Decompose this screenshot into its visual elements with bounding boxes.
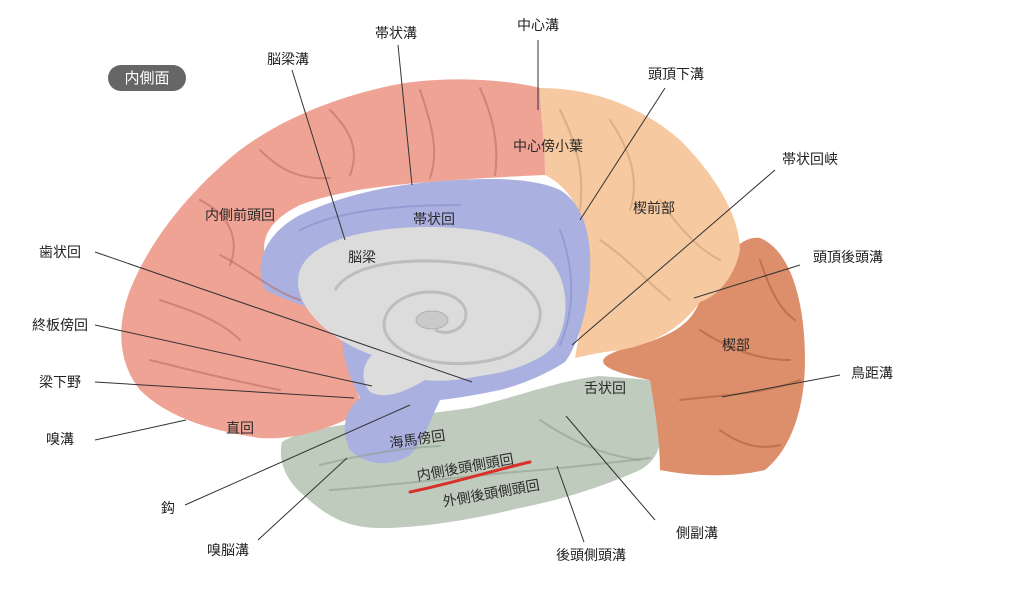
label-paracentral-lobule: 中心傍小葉: [513, 138, 583, 155]
label-paraterminal-gyrus: 終板傍回: [32, 317, 88, 334]
label-medial-frontal-gyrus: 内側前頭回: [205, 207, 275, 224]
label-precuneus: 楔前部: [633, 200, 675, 217]
label-uncus: 鈎: [161, 501, 175, 517]
label-cingulate-isthmus: 帯状回峡: [782, 152, 838, 168]
temporal-sulci: [319, 419, 651, 491]
corpus-center: [415, 310, 449, 330]
label-olfactory-sulcus: 嗅溝: [46, 432, 74, 448]
label-dentate-gyrus: 歯状回: [39, 245, 81, 261]
leader-lines: [94, 40, 841, 543]
label-corpus-callosum: 脳梁: [348, 250, 376, 266]
parietal-sulci: [559, 109, 721, 301]
label-calcarine-sulcus: 鳥距溝: [851, 366, 893, 382]
label-callosal-sulcus: 脳梁溝: [267, 52, 309, 68]
label-occipitotemporal-sulcus: 後頭側頭溝: [556, 548, 626, 564]
corpus-inner: [333, 259, 542, 366]
label-rhinal-sulcus: 嗅脳溝: [207, 543, 249, 559]
label-subcallosal-area: 梁下野: [39, 375, 81, 391]
label-lingual-gyrus: 舌状回: [584, 381, 626, 397]
label-parieto-occipital-sulcus: 頭頂後頭溝: [813, 250, 883, 266]
highlight-underline: [408, 460, 532, 494]
label-cingulate-gyrus: 帯状回: [413, 212, 455, 228]
view-badge-label: 内側面: [124, 69, 169, 87]
frontal-region: [121, 79, 546, 439]
parietal-region: [540, 88, 740, 358]
label-collateral-sulcus: 側副溝: [676, 526, 718, 542]
label-cuneus: 楔部: [722, 338, 750, 354]
occipital-region: [603, 237, 805, 476]
label-subparietal-sulcus: 頭頂下溝: [648, 67, 704, 83]
view-badge: [108, 65, 186, 91]
label-cingulate-sulcus: 帯状溝: [375, 26, 417, 42]
limbic-sulci: [299, 204, 573, 346]
frontal-sulci: [149, 87, 498, 391]
temporal-region: [280, 376, 662, 528]
label-central-sulcus: 中心溝: [517, 18, 559, 34]
label-gyrus-rectus: 直回: [226, 420, 254, 437]
